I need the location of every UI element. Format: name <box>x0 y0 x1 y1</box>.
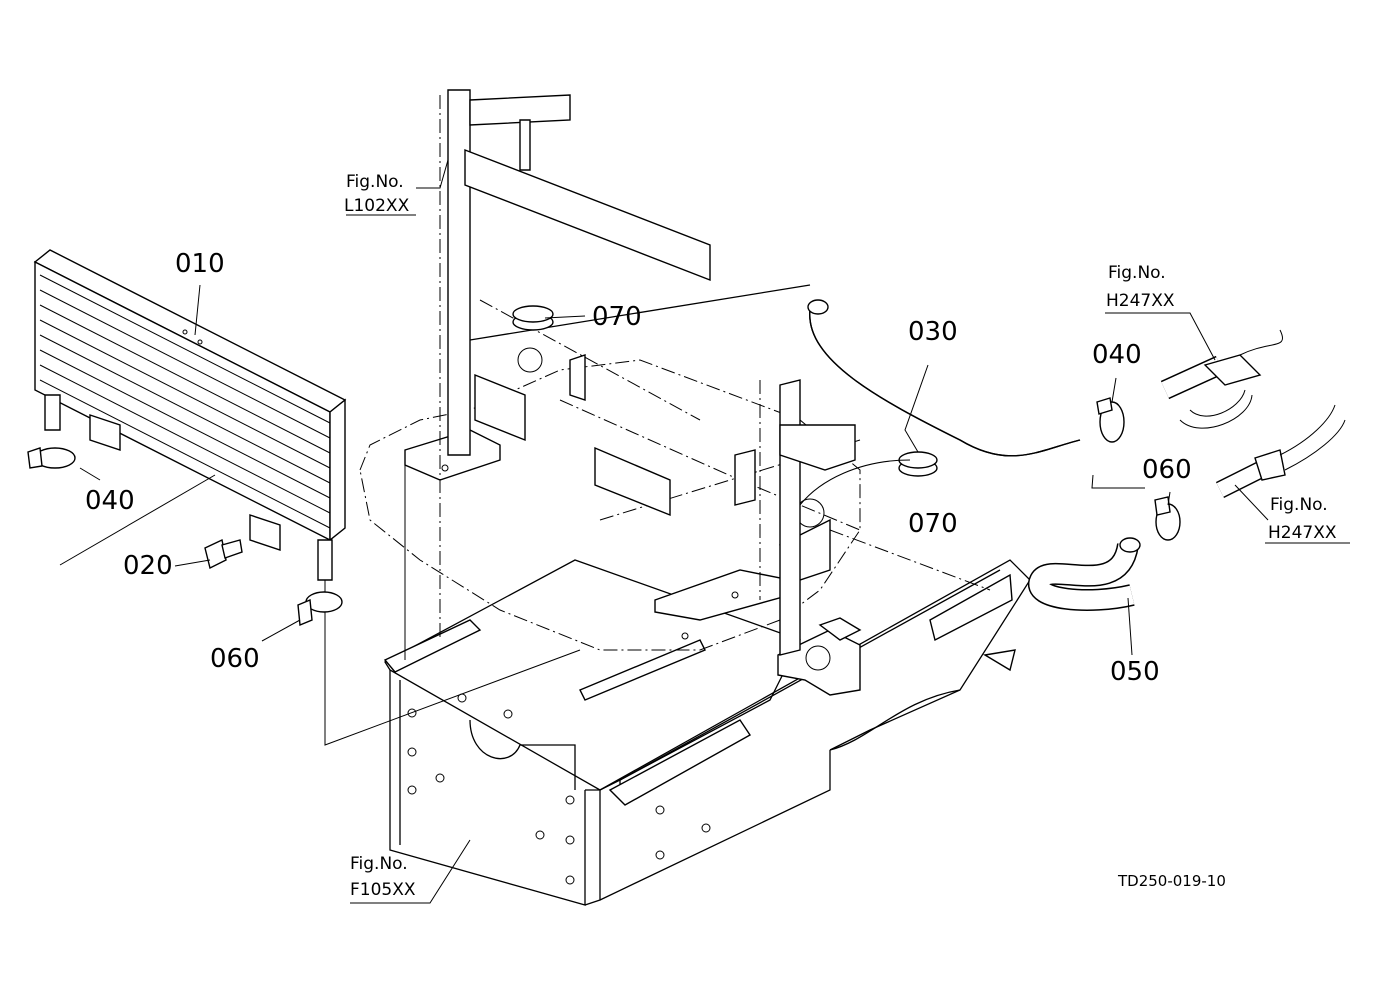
ref-l102-line1: Fig.No. <box>346 172 404 192</box>
callout-060-right: 060 <box>1142 455 1192 485</box>
callout-030: 030 <box>908 317 958 347</box>
callout-070-left: 070 <box>592 302 642 332</box>
callout-020: 020 <box>123 551 173 581</box>
callout-050: 050 <box>1110 657 1160 687</box>
callout-040-right: 040 <box>1092 340 1142 370</box>
callout-060-left: 060 <box>210 644 260 674</box>
clamp-060-left <box>297 591 343 627</box>
ref-h247-lower-line2: H247XX <box>1268 523 1337 543</box>
hose-030 <box>807 299 1081 457</box>
rops-frame <box>324 89 856 746</box>
bolt-020 <box>204 538 243 570</box>
ref-f105-line2: F105XX <box>350 880 416 900</box>
callout-010: 010 <box>175 249 225 279</box>
hose-050 <box>1028 537 1141 611</box>
ref-h247-upper-line1: Fig.No. <box>1108 263 1166 283</box>
callout-070-right: 070 <box>908 509 958 539</box>
main-frame <box>383 559 1031 906</box>
leader-lines <box>59 159 1350 904</box>
oil-cooler <box>33 249 347 581</box>
ref-l102-line2: L102XX <box>344 196 410 216</box>
callout-040-left: 040 <box>85 486 135 516</box>
grommet-070-left <box>512 305 554 331</box>
ref-h247-lower-line1: Fig.No. <box>1270 495 1328 515</box>
clamp-040-right <box>1096 397 1125 443</box>
drawing-code: TD250-019-10 <box>1117 872 1226 890</box>
ref-h247-upper-line2: H247XX <box>1106 291 1175 311</box>
pipe-h247-upper <box>1160 329 1283 429</box>
clamp-040-left <box>27 447 76 469</box>
ref-f105-line1: Fig.No. <box>350 854 408 874</box>
pipe-h247-lower <box>1215 404 1346 499</box>
clamp-060-right <box>1154 496 1181 541</box>
grommet-070-right <box>898 451 938 477</box>
